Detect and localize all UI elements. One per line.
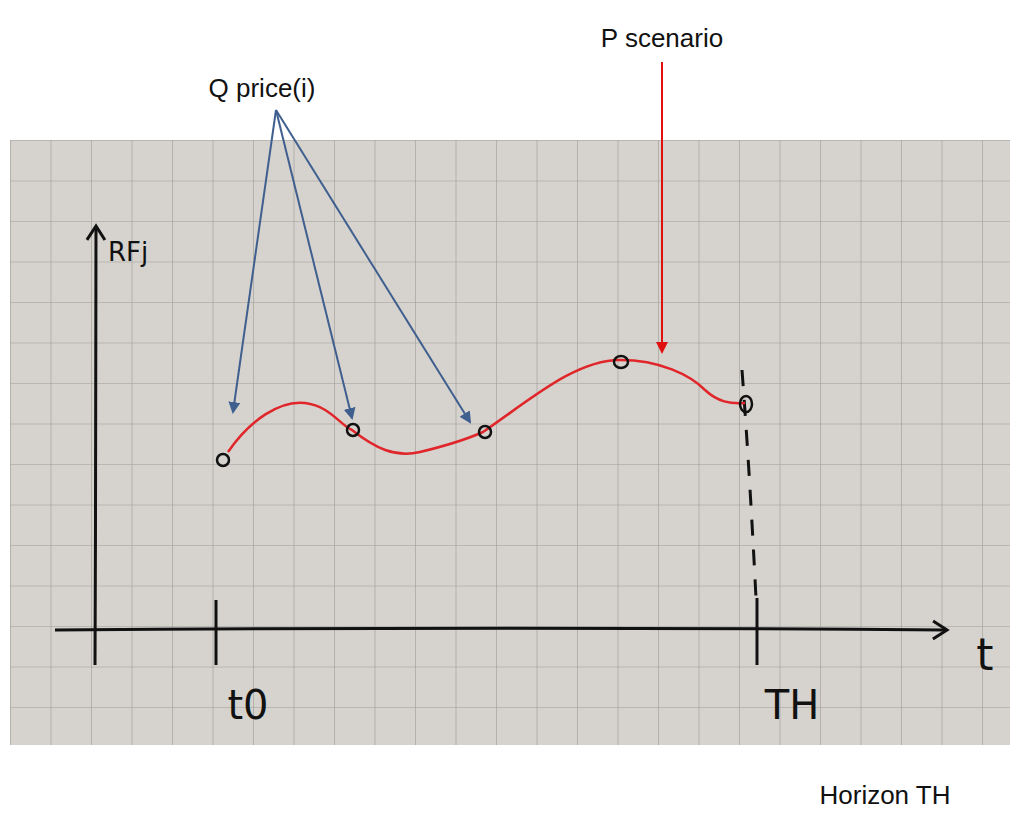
price-points [217,356,752,466]
t0-tick [215,600,218,665]
axis-label: t [976,631,993,679]
th-tick [756,598,759,665]
leader-arrows [233,110,470,422]
caption-label: Horizon TH [819,781,950,810]
leader-label: Q price(i) [209,74,316,103]
y-axis [95,228,96,665]
scenario-curve [228,360,745,454]
x-axis [55,628,945,630]
scenario-leader [661,62,663,352]
graph-paper [10,140,1010,745]
grid-lines [10,140,1010,745]
leader-label: P scenario [601,24,723,53]
tick-label: t0 [227,683,268,727]
axis-label: RFj [108,238,148,267]
tick-label: TH [765,683,820,727]
